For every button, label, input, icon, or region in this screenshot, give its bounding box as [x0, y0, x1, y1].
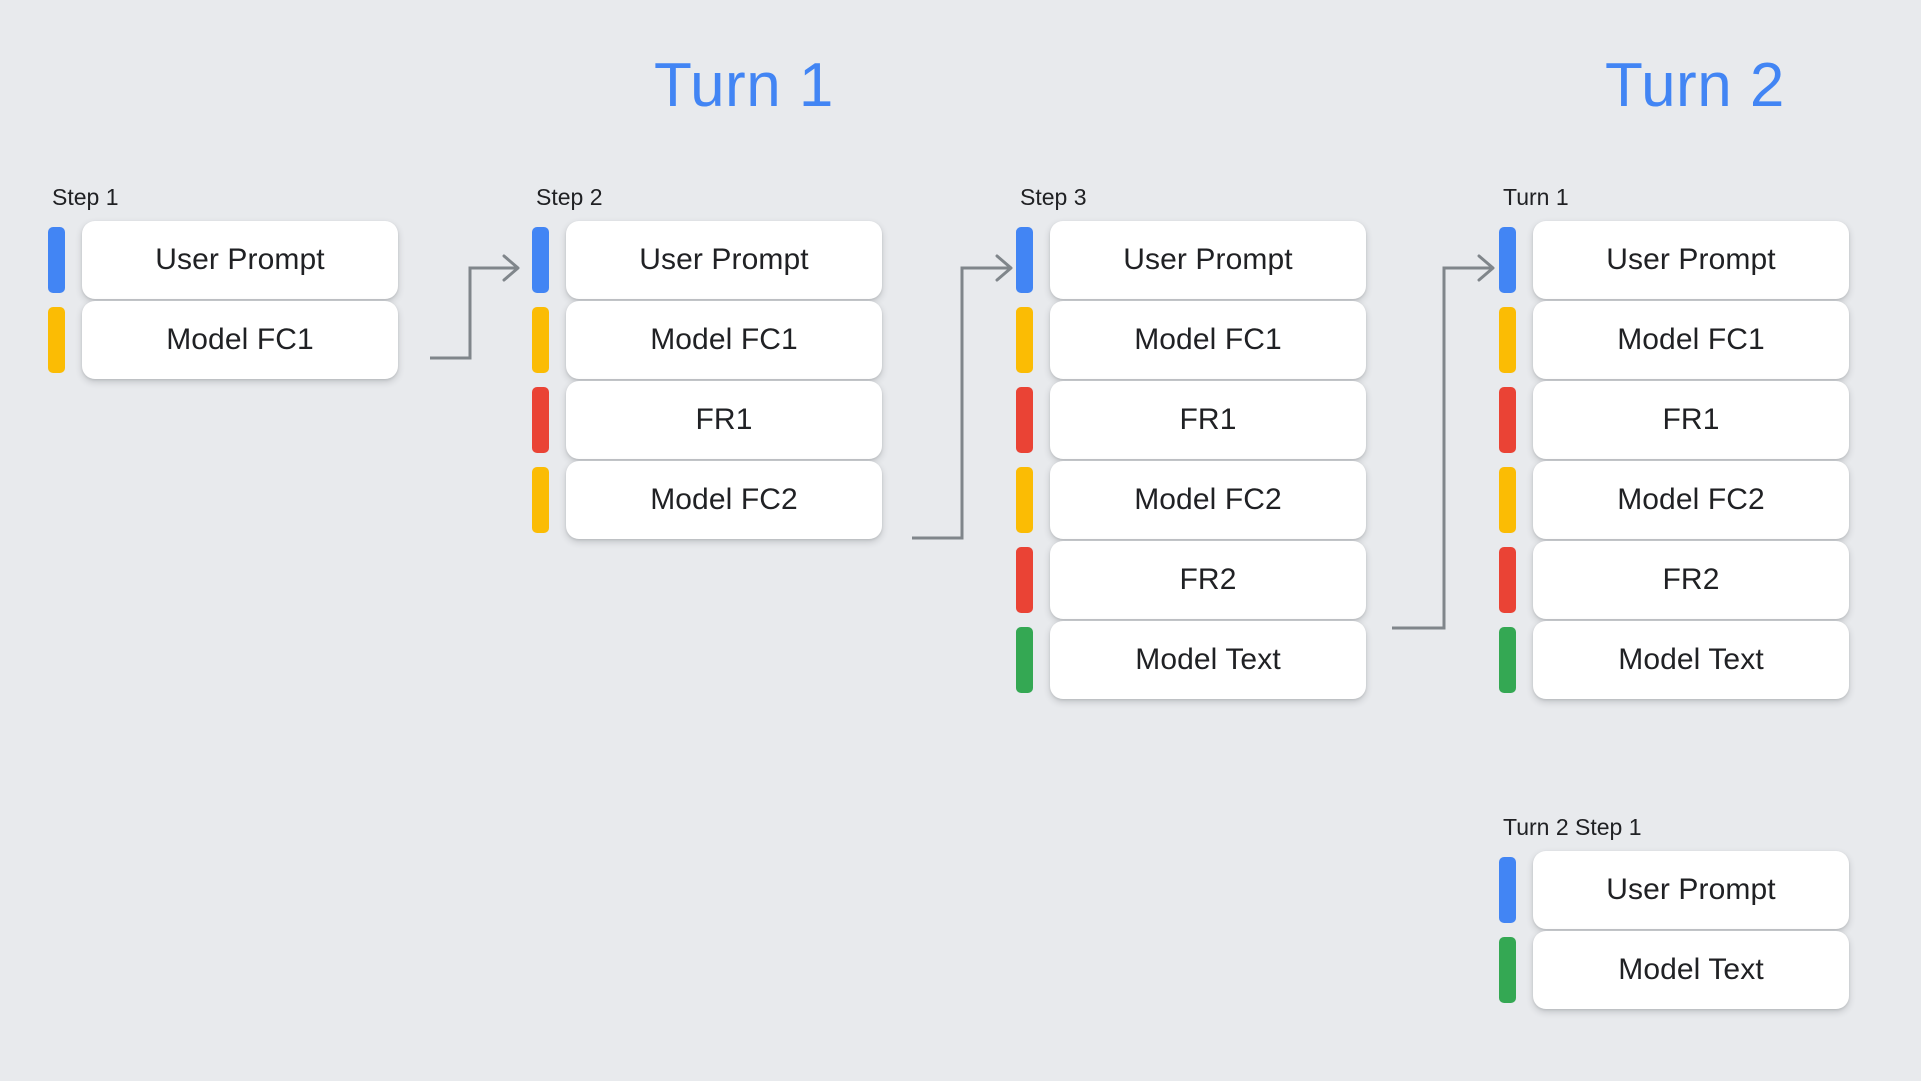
column-label-step-1: Step 1: [52, 184, 119, 210]
list-item[interactable]: Model FC1: [532, 301, 882, 380]
card-label: FR1: [1533, 381, 1849, 460]
status-bar-green: [1499, 627, 1516, 694]
list-item[interactable]: Model Text: [1016, 621, 1366, 700]
connector-step2-to-step3: [912, 254, 1013, 540]
list-item[interactable]: Model FC1: [48, 301, 398, 380]
list-item[interactable]: FR2: [1499, 541, 1849, 620]
status-bar-red: [1499, 547, 1516, 614]
status-bar-yellow: [48, 307, 65, 374]
card-label: FR1: [1050, 381, 1366, 460]
column-label-turn2-turn1: Turn 1: [1503, 184, 1569, 210]
status-bar-yellow: [1016, 307, 1033, 374]
card-label: Model Text: [1533, 931, 1849, 1010]
column-step-3: Step 3 User Prompt Model FC1 FR1 Model F…: [1016, 184, 1366, 700]
turn-2-heading: Turn 2: [1605, 51, 1785, 120]
list-item[interactable]: Model Text: [1499, 931, 1849, 1010]
card-label: User Prompt: [1050, 221, 1366, 300]
card-label: User Prompt: [566, 221, 882, 300]
connector-step1-to-step2: [430, 254, 520, 360]
rows-step-2: User Prompt Model FC1 FR1 Model FC2: [532, 221, 882, 540]
status-bar-red: [1016, 387, 1033, 454]
status-bar-blue: [1016, 227, 1033, 294]
connector-step3-to-turn2: [1392, 254, 1495, 630]
status-bar-blue: [532, 227, 549, 294]
card-label: Model Text: [1533, 621, 1849, 700]
card-label: Model FC2: [1533, 461, 1849, 540]
list-item[interactable]: FR1: [1016, 381, 1366, 460]
status-bar-blue: [1499, 227, 1516, 294]
list-item[interactable]: User Prompt: [48, 221, 398, 300]
card-label: Model FC1: [82, 301, 398, 380]
status-bar-red: [1016, 547, 1033, 614]
status-bar-red: [532, 387, 549, 454]
list-item[interactable]: Model FC2: [1499, 461, 1849, 540]
list-item[interactable]: User Prompt: [532, 221, 882, 300]
column-step-1: Step 1 User Prompt Model FC1: [48, 184, 398, 380]
column-step-2: Step 2 User Prompt Model FC1 FR1 Model F…: [532, 184, 882, 540]
status-bar-yellow: [1016, 467, 1033, 534]
list-item[interactable]: FR1: [1499, 381, 1849, 460]
card-label: User Prompt: [82, 221, 398, 300]
list-item[interactable]: Model FC2: [532, 461, 882, 540]
column-turn2-step1: Turn 2 Step 1 User Prompt Model Text: [1499, 814, 1849, 1010]
column-label-step-2: Step 2: [536, 184, 603, 210]
list-item[interactable]: User Prompt: [1016, 221, 1366, 300]
card-label: User Prompt: [1533, 221, 1849, 300]
card-label: User Prompt: [1533, 851, 1849, 930]
status-bar-yellow: [1499, 467, 1516, 534]
column-label-step-3: Step 3: [1020, 184, 1087, 210]
card-label: Model FC1: [566, 301, 882, 380]
list-item[interactable]: FR2: [1016, 541, 1366, 620]
rows-turn2-turn1: User Prompt Model FC1 FR1 Model FC2 FR2 …: [1499, 221, 1849, 700]
card-label: FR2: [1050, 541, 1366, 620]
status-bar-yellow: [532, 307, 549, 374]
card-label: FR1: [566, 381, 882, 460]
card-label: Model FC2: [1050, 461, 1366, 540]
status-bar-blue: [48, 227, 65, 294]
column-label-turn2-step1: Turn 2 Step 1: [1503, 814, 1642, 840]
card-label: Model FC1: [1050, 301, 1366, 380]
list-item[interactable]: Model Text: [1499, 621, 1849, 700]
card-label: Model Text: [1050, 621, 1366, 700]
list-item[interactable]: FR1: [532, 381, 882, 460]
rows-step-1: User Prompt Model FC1: [48, 221, 398, 380]
card-label: Model FC1: [1533, 301, 1849, 380]
list-item[interactable]: Model FC1: [1016, 301, 1366, 380]
turn-1-heading: Turn 1: [654, 51, 834, 120]
list-item[interactable]: Model FC1: [1499, 301, 1849, 380]
rows-turn2-step1: User Prompt Model Text: [1499, 851, 1849, 1010]
rows-step-3: User Prompt Model FC1 FR1 Model FC2 FR2 …: [1016, 221, 1366, 700]
card-label: FR2: [1533, 541, 1849, 620]
status-bar-blue: [1499, 857, 1516, 924]
status-bar-yellow: [1499, 307, 1516, 374]
status-bar-green: [1016, 627, 1033, 694]
status-bar-yellow: [532, 467, 549, 534]
status-bar-red: [1499, 387, 1516, 454]
list-item[interactable]: User Prompt: [1499, 851, 1849, 930]
card-label: Model FC2: [566, 461, 882, 540]
status-bar-green: [1499, 937, 1516, 1004]
column-turn2-turn1: Turn 1 User Prompt Model FC1 FR1 Model F…: [1499, 184, 1849, 700]
list-item[interactable]: Model FC2: [1016, 461, 1366, 540]
list-item[interactable]: User Prompt: [1499, 221, 1849, 300]
